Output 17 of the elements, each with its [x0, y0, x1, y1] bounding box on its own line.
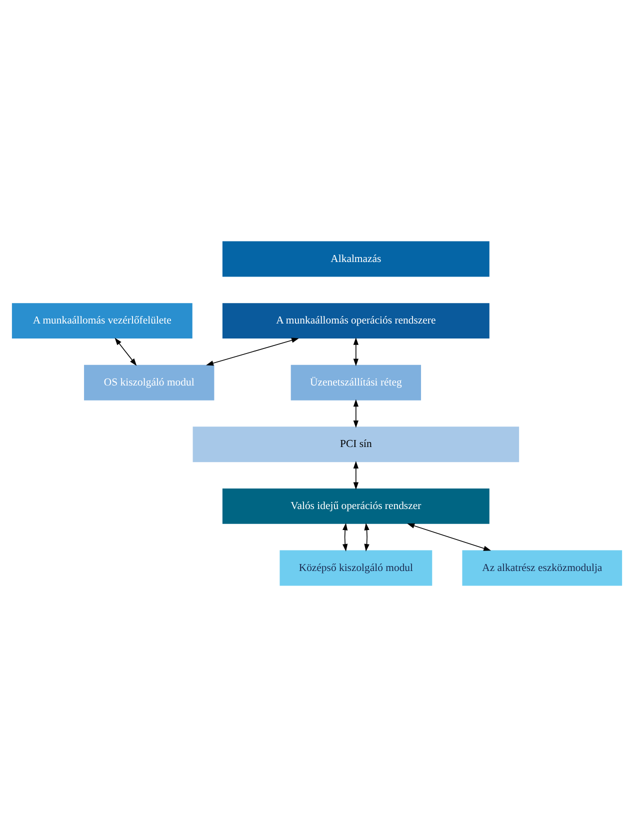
arrow	[342, 522, 348, 552]
node-box: Valós idejű operációs rendszer	[222, 488, 490, 524]
node-box: A munkaállomás operációs rendszere	[222, 303, 490, 339]
node-box: A munkaállomás vezérlőfelülete	[12, 303, 192, 339]
arrow	[407, 523, 492, 551]
node-box: PCI sín	[192, 426, 520, 462]
node-box: Üzenetszállítási réteg	[290, 364, 422, 400]
node-box: OS kiszolgáló modul	[84, 364, 214, 400]
arrow	[353, 337, 359, 366]
node-box: Alkalmazás	[222, 241, 490, 277]
node-box: Középső kiszolgáló modul	[280, 550, 432, 586]
arrow	[206, 338, 299, 366]
arrow	[353, 461, 359, 490]
arrow	[114, 338, 137, 366]
node-box: Az alkatrész eszközmodulja	[462, 550, 622, 586]
arrow	[353, 399, 359, 428]
arrow	[364, 522, 370, 552]
